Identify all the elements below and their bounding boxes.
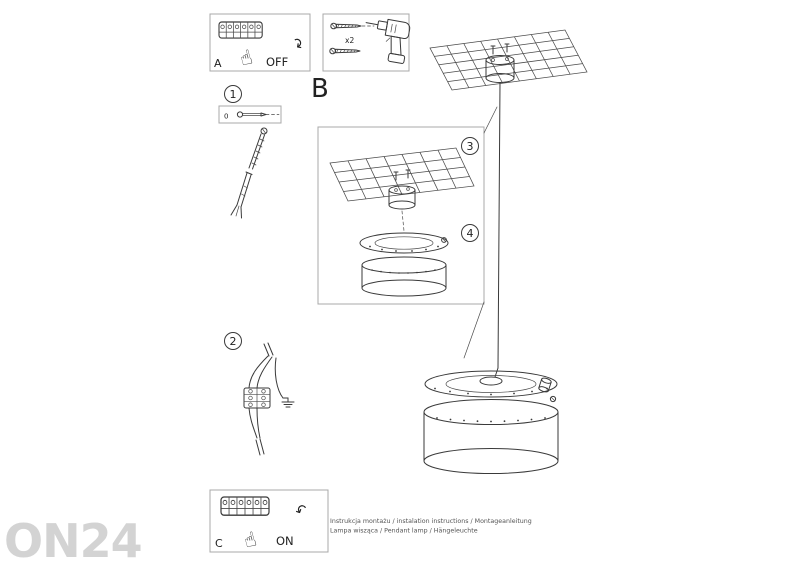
step-1-number: 1: [230, 88, 237, 101]
step-1-badge: [224, 85, 242, 103]
panel-a-label: A: [214, 57, 222, 70]
panel-a-frame: [209, 13, 311, 72]
anchor-screw-icon: [248, 127, 268, 170]
hardware-panel: x2: [322, 13, 411, 72]
hand-icon: ☝: [237, 44, 255, 70]
detail-bracket: [388, 169, 416, 210]
screw-icon: [330, 22, 362, 30]
footer: Instrukcja montażu / instalation instruc…: [330, 518, 532, 535]
step-4-badge: [461, 224, 479, 242]
terminal-block-icon: [220, 496, 270, 516]
panel-a: ↷ ☝ A OFF: [209, 13, 311, 72]
detail-ceiling-panel: [330, 148, 474, 201]
pendant-lamp: [423, 367, 559, 474]
section-b-label: B: [311, 74, 329, 104]
ceiling-panel: [430, 30, 587, 90]
panel-a-state: OFF: [266, 55, 288, 69]
panel-c-frame: [209, 489, 329, 553]
grip-screw-icon: [549, 395, 557, 403]
panel-c-label: C: [215, 537, 223, 550]
wiring-diagram: [243, 342, 295, 456]
rotate-arrow-icon: ↷: [287, 35, 307, 54]
drill-icon: [365, 18, 411, 64]
step-3-badge: [461, 137, 479, 155]
footer-line-1: Instrukcja montażu / instalation instruc…: [330, 518, 532, 525]
step-2: 2: [224, 332, 295, 456]
hand-icon: ☝: [241, 526, 259, 552]
pendant-cable: [497, 82, 501, 369]
anchor-size-label: 0: [224, 113, 228, 121]
terminal-block-icon: [218, 21, 263, 39]
detail-frame: [317, 126, 485, 305]
detail-shade: [361, 256, 447, 297]
leader-line-bottom: [463, 301, 485, 359]
panel-c: ↶ ☝ C ON: [209, 489, 329, 553]
step-1: 1 0: [218, 85, 282, 219]
detail-align-line: [401, 210, 405, 232]
hardware-frame: [322, 13, 410, 72]
watermark-logo: ON24: [4, 514, 142, 566]
detail-box: 3 4: [317, 126, 485, 305]
detail-canopy: [359, 232, 449, 254]
wall-plug-icon: [230, 171, 253, 219]
step-3-number: 3: [467, 140, 474, 153]
panel-c-state: ON: [276, 534, 294, 548]
anchor-plug-icon: [329, 47, 361, 55]
leader-line-top: [483, 106, 498, 134]
anchor-size-frame: [218, 105, 282, 124]
step-2-number: 2: [230, 335, 237, 348]
rotate-arrow-icon: ↶: [293, 501, 311, 521]
ceiling-bracket: [485, 43, 515, 83]
screw-count: x2: [345, 36, 354, 45]
step-4-number: 4: [467, 227, 474, 240]
footer-line-2: Lampa wisząca / Pendant lamp / Hängeleuc…: [330, 528, 478, 535]
lamp-shade: [423, 399, 559, 474]
earth-symbol-icon: [281, 397, 295, 408]
lamp-canopy: [424, 370, 558, 403]
step-2-badge: [224, 332, 242, 350]
cable-grip-icon: [538, 377, 552, 393]
